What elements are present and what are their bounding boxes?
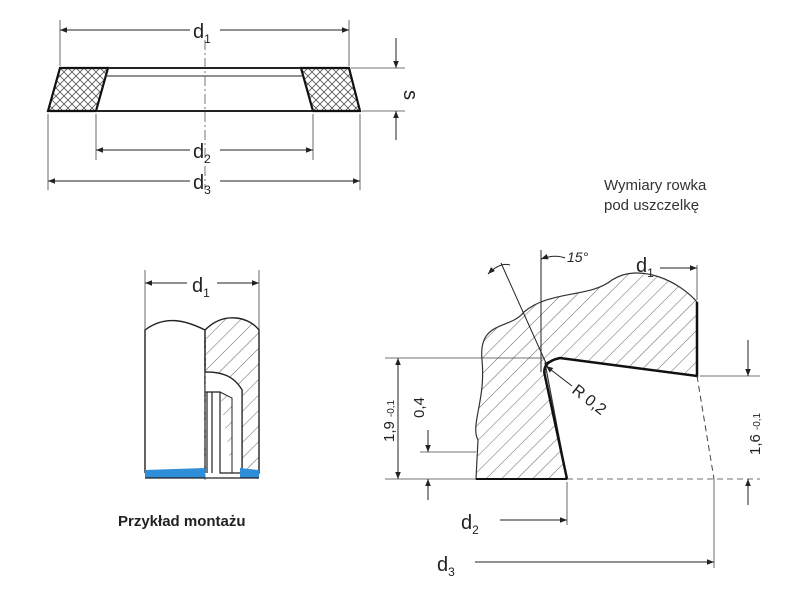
label-s: s: [399, 90, 421, 100]
groove-detail: [385, 250, 760, 568]
mount-caption: Przykład montażu: [118, 513, 246, 530]
label-1-6: 1,6-0,1: [747, 412, 764, 455]
label-d1-mount: d1: [192, 275, 210, 300]
groove-title-line2: pod uszczelkę: [604, 197, 700, 214]
seal-blue: [145, 468, 205, 478]
mount-example: [144, 270, 260, 480]
label-15deg: 15°: [567, 249, 589, 265]
groove-title: Wymiary rowka pod uszczelkę: [604, 176, 706, 216]
label-d1-groove: d1: [636, 255, 654, 280]
label-radius: R 0,2: [569, 382, 610, 419]
seal-ring-section: [46, 40, 362, 190]
seal-section-left: [46, 66, 110, 113]
label-d1-top: d1: [193, 21, 211, 46]
label-d2-top: d2: [193, 141, 211, 166]
label-d3-groove: d3: [437, 554, 455, 579]
label-d2-groove: d2: [461, 512, 479, 537]
groove-title-line1: Wymiary rowka: [604, 177, 707, 194]
label-d3-top: d3: [193, 172, 211, 197]
label-0-4: 0,4: [411, 397, 428, 418]
seal-section-right: [299, 66, 362, 113]
label-1-9: 1,9-0,1: [381, 399, 398, 442]
